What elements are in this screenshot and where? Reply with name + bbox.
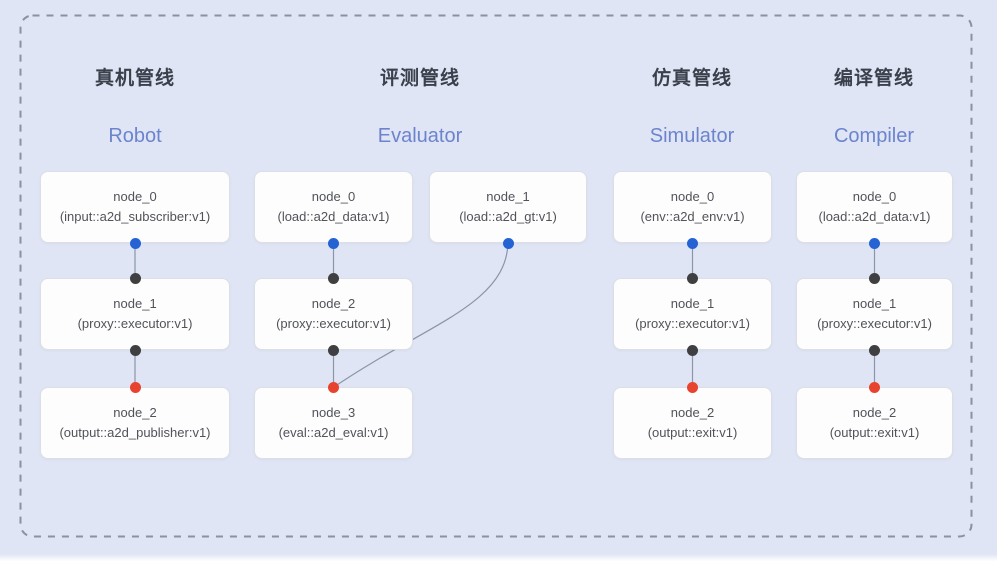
node-name: node_0 (852, 189, 897, 205)
compiler-node1-input-port-black-dot (869, 272, 880, 284)
pipeline-subtitle-evaluator: Evaluator (377, 125, 463, 147)
evaluator-node2-input-port-black-dot (328, 272, 339, 284)
evaluator-node0-box: node_0 (load::a2d_data:v1) (254, 171, 413, 243)
evaluator-node3-input-port-red-dot (328, 381, 339, 393)
robot-node0-box: node_0 (input::a2d_subscriber:v1) (40, 171, 230, 243)
robot-node1-box: node_1 (proxy::executor:v1) (40, 278, 230, 350)
evaluator-node2-output-port-black-dot (328, 344, 339, 356)
pipeline-subtitle-compiler: Compiler (833, 125, 915, 147)
node-type: (env::a2d_env:v1) (640, 209, 745, 224)
node-type: (load::a2d_gt:v1) (459, 209, 557, 224)
robot-node1-output-port-black-dot (129, 344, 141, 356)
node-name: node_0 (311, 189, 356, 205)
node-type: (input::a2d_subscriber:v1) (59, 209, 211, 224)
node-type: (output::exit:v1) (647, 425, 738, 440)
simulator-node2-input-port-red-dot (687, 381, 698, 393)
pipeline-title-simulator: 仿真管线 (651, 68, 732, 89)
bottom-fade (0, 554, 997, 563)
node-name: node_1 (852, 296, 897, 312)
node-name: node_1 (486, 189, 530, 205)
node-name: node_0 (670, 189, 715, 205)
node-type: (proxy::executor:v1) (635, 316, 750, 331)
node-name: node_1 (670, 296, 715, 312)
simulator-node0-box: node_0 (env::a2d_env:v1) (613, 171, 772, 243)
compiler-node1-box: node_1 (proxy::executor:v1) (796, 278, 953, 350)
node-type: (proxy::executor:v1) (276, 316, 391, 331)
evaluator-node1-output-port-blue-dot (502, 237, 514, 249)
node-type: (output::a2d_publisher:v1) (59, 425, 211, 440)
simulator-node1-box: node_1 (proxy::executor:v1) (613, 278, 772, 350)
node-name: node_0 (113, 189, 157, 205)
evaluator-node1-box: node_1 (load::a2d_gt:v1) (429, 171, 587, 243)
dashed-panel-border (19, 14, 973, 538)
robot-node2-input-port-red-dot (129, 381, 141, 393)
node-name: node_2 (852, 405, 897, 421)
node-type: (load::a2d_data:v1) (818, 209, 931, 224)
node-type: (eval::a2d_eval:v1) (278, 425, 389, 440)
robot-node1-input-port-black-dot (129, 272, 141, 284)
compiler-node1-output-port-black-dot (869, 344, 880, 356)
node-type: (output::exit:v1) (829, 425, 920, 440)
node-name: node_2 (670, 405, 715, 421)
node-type: (proxy::executor:v1) (817, 316, 932, 331)
robot-node0-output-port-blue-dot (129, 237, 141, 249)
simulator-node1-input-port-black-dot (687, 272, 698, 284)
robot-node2-box: node_2 (output::a2d_publisher:v1) (40, 387, 230, 459)
compiler-node0-output-port-blue-dot (869, 237, 880, 249)
evaluator-node2-box: node_2 (proxy::executor:v1) (254, 278, 413, 350)
edge-evaluator-n1-n3-curve (333, 242, 509, 388)
pipeline-subtitle-simulator: Simulator (649, 125, 735, 147)
node-name: node_2 (113, 405, 157, 421)
node-name: node_1 (113, 296, 157, 312)
simulator-node0-output-port-blue-dot (687, 237, 698, 249)
evaluator-node3-box: node_3 (eval::a2d_eval:v1) (254, 387, 413, 459)
pipeline-title-compiler: 编译管线 (833, 68, 914, 89)
node-type: (load::a2d_data:v1) (277, 209, 390, 224)
compiler-node2-box: node_2 (output::exit:v1) (796, 387, 953, 459)
simulator-node1-output-port-black-dot (687, 344, 698, 356)
node-type: (proxy::executor:v1) (77, 316, 193, 331)
pipeline-title-evaluator: 评测管线 (379, 68, 460, 89)
node-name: node_2 (311, 296, 356, 312)
compiler-node0-box: node_0 (load::a2d_data:v1) (796, 171, 953, 243)
node-name: node_3 (311, 405, 356, 421)
pipeline-subtitle-robot: Robot (108, 125, 162, 147)
compiler-node2-input-port-red-dot (869, 381, 880, 393)
simulator-node2-box: node_2 (output::exit:v1) (613, 387, 772, 459)
pipeline-title-robot: 真机管线 (94, 68, 175, 89)
evaluator-node0-output-port-blue-dot (328, 237, 339, 249)
